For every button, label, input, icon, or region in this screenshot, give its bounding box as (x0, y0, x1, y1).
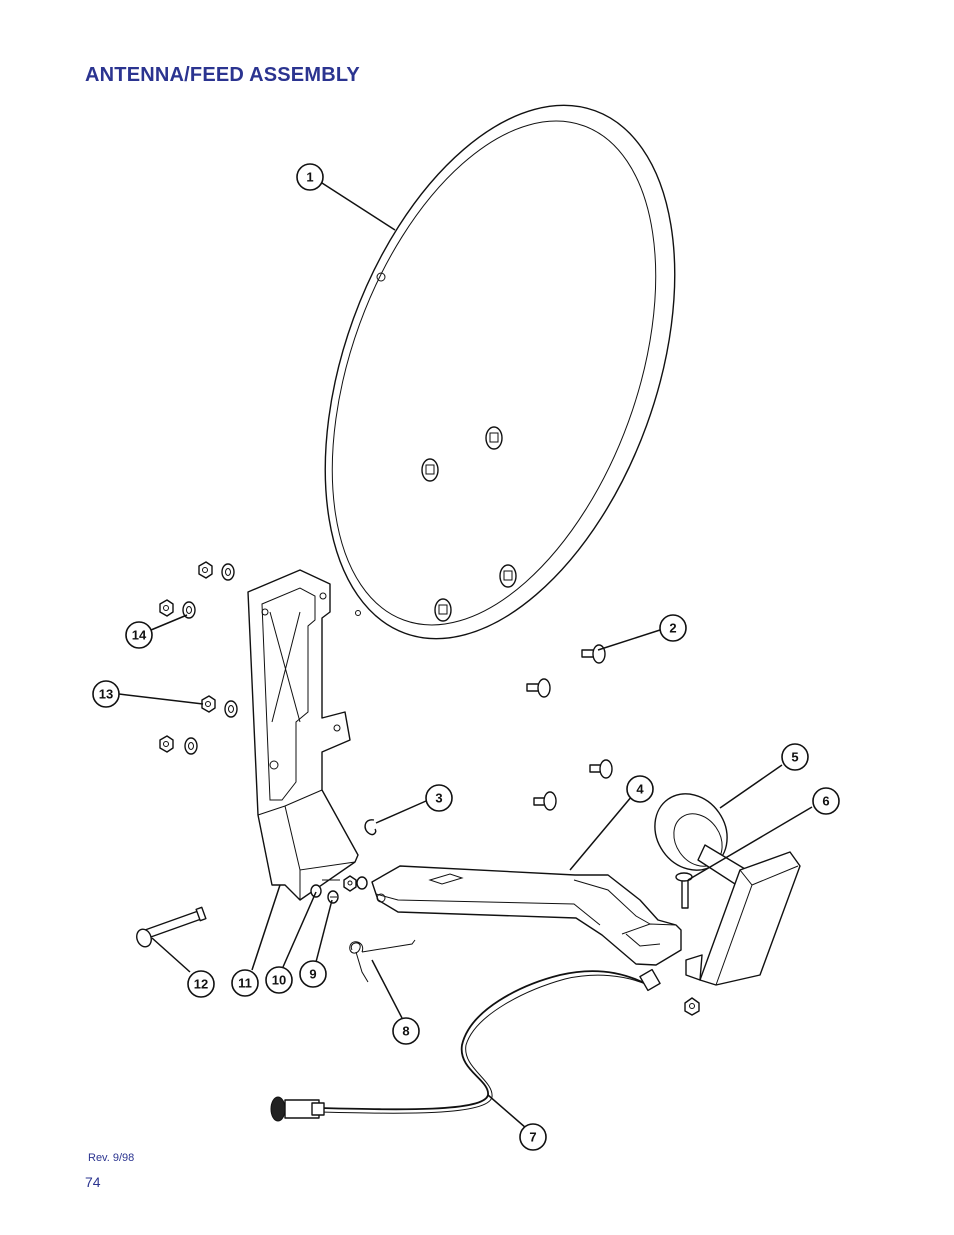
svg-text:9: 9 (309, 967, 316, 982)
svg-text:1: 1 (306, 170, 313, 185)
callout-10: 10 (265, 966, 293, 994)
dish-mount-boss (499, 564, 517, 588)
page-number: 74 (85, 1174, 101, 1190)
nut-washer-set (159, 561, 238, 755)
callout-8: 8 (392, 1017, 420, 1045)
svg-text:3: 3 (435, 791, 442, 806)
washer (310, 884, 322, 898)
hex-nut (343, 875, 357, 892)
washer (224, 700, 238, 718)
bracket-fasteners (310, 875, 368, 904)
leader-lines (118, 182, 813, 1129)
f-connector (270, 1096, 325, 1122)
svg-text:4: 4 (636, 782, 644, 797)
svg-text:12: 12 (194, 977, 208, 992)
hex-nut (159, 599, 174, 617)
revision-note: Rev. 9/98 (88, 1152, 135, 1164)
washer (356, 876, 368, 890)
washer (221, 563, 235, 581)
svg-text:10: 10 (272, 973, 286, 988)
callout-14: 14 (125, 621, 153, 649)
dish-mount-boss (434, 598, 452, 622)
retaining-clip (364, 819, 377, 836)
coax-cable (270, 968, 661, 1122)
callout-12: 12 (187, 970, 215, 998)
callout-13: 13 (92, 680, 120, 708)
svg-text:5: 5 (791, 750, 798, 765)
svg-text:11: 11 (238, 976, 252, 991)
feed-housing (675, 851, 801, 1016)
svg-text:8: 8 (402, 1024, 409, 1039)
hex-nut (159, 735, 174, 753)
hex-nut (684, 997, 700, 1016)
callout-5: 5 (781, 743, 809, 771)
svg-text:2: 2 (669, 621, 676, 636)
carriage-bolt (581, 644, 606, 664)
long-bolt (136, 906, 207, 948)
svg-text:13: 13 (99, 687, 113, 702)
washer (184, 737, 198, 755)
svg-text:7: 7 (529, 1130, 536, 1145)
dish-mount-boss (485, 426, 503, 450)
callout-4: 4 (626, 775, 654, 803)
svg-text:14: 14 (132, 628, 147, 643)
mounting-bracket (247, 569, 359, 901)
callout-9: 9 (299, 960, 327, 988)
dish-mount-boss (421, 458, 439, 482)
carriage-bolts (526, 644, 613, 811)
callout-7: 7 (519, 1123, 547, 1151)
carriage-bolt (526, 678, 551, 698)
callout-6: 6 (812, 787, 840, 815)
svg-text:6: 6 (822, 794, 829, 809)
feed-support-arm (371, 865, 682, 966)
page-title: ANTENNA/FEED ASSEMBLY (85, 64, 360, 86)
dish-reflector (324, 104, 676, 640)
callout-1: 1 (296, 163, 324, 191)
spring (349, 939, 416, 983)
hex-nut (198, 561, 213, 579)
callout-2: 2 (659, 614, 687, 642)
hex-nut (201, 695, 216, 713)
callout-11: 11 (231, 969, 259, 997)
carriage-bolt (589, 759, 613, 779)
washer (182, 601, 196, 619)
callout-3: 3 (425, 784, 453, 812)
carriage-bolt (533, 791, 557, 811)
screw (327, 890, 339, 904)
